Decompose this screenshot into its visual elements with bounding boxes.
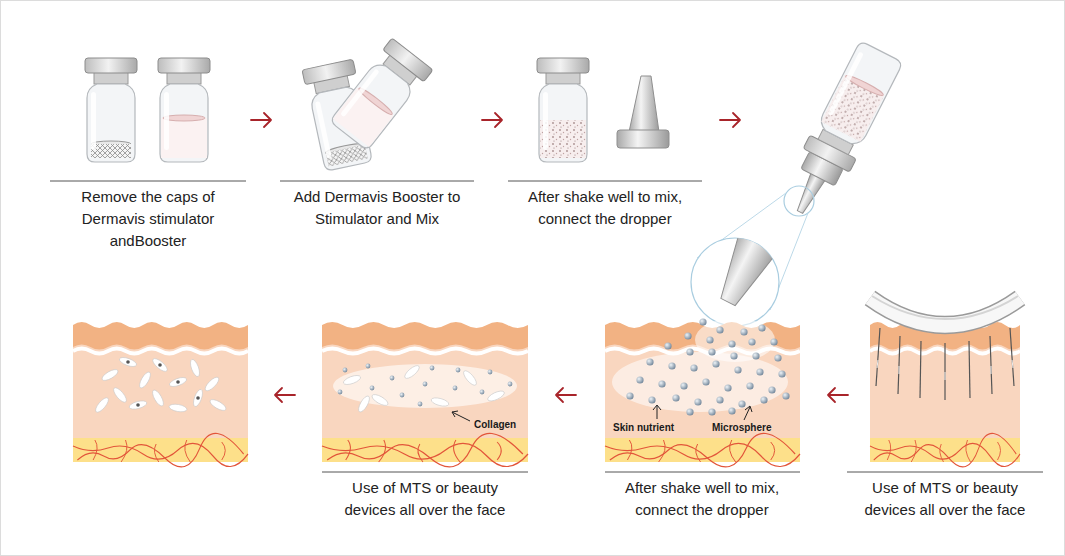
caption-rule bbox=[605, 472, 800, 473]
microsphere-spray bbox=[612, 318, 790, 420]
part-label: Collagen bbox=[474, 419, 516, 431]
caption-rule bbox=[280, 181, 474, 182]
caption-rule bbox=[50, 181, 246, 182]
vial-mixing bbox=[302, 38, 433, 172]
vial-pair bbox=[85, 58, 210, 162]
zoom-callout bbox=[691, 186, 814, 326]
skin-section bbox=[870, 322, 1020, 467]
step-caption: Add Dermavis Booster to Stimulator and M… bbox=[282, 186, 472, 230]
vial-and-dropper bbox=[537, 58, 669, 162]
step-caption: Use of MTS or beauty devices all over th… bbox=[335, 477, 515, 521]
step-caption: After shake well to mix, connect the dro… bbox=[607, 477, 797, 521]
caption-rule bbox=[847, 472, 1043, 473]
part-label: Skin nutrient bbox=[613, 422, 674, 434]
collagen-fibres bbox=[94, 356, 228, 415]
step-caption: Use of MTS or beauty devices all over th… bbox=[855, 477, 1035, 521]
skin-section bbox=[73, 322, 248, 467]
collagen-cloud bbox=[333, 364, 517, 421]
part-label: Microsphere bbox=[712, 422, 771, 434]
caption-rule bbox=[322, 472, 528, 473]
caption-rule bbox=[508, 181, 702, 182]
inverted-vial bbox=[777, 40, 905, 224]
microneedle-roller bbox=[870, 296, 1020, 400]
step-caption: After shake well to mix, connect the dro… bbox=[510, 186, 700, 230]
skin-section bbox=[322, 322, 528, 467]
step-caption: Remove the caps of Dermavis stimulator a… bbox=[58, 186, 238, 252]
